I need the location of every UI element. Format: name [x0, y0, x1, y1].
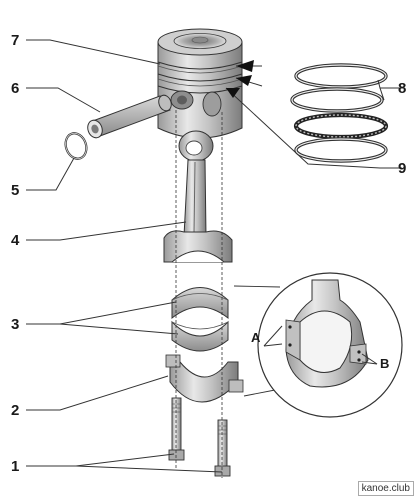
- callout-7: 7: [11, 32, 20, 49]
- callout-4: 4: [11, 232, 20, 249]
- ring-arrowheads: [226, 60, 254, 98]
- assembly-axis-lines: [175, 110, 223, 478]
- callout-8: 8: [398, 80, 407, 97]
- callout-3: 3: [11, 316, 20, 333]
- callout-5: 5: [11, 182, 20, 199]
- callout-9: 9: [398, 160, 407, 177]
- connecting-rod: [163, 130, 233, 263]
- callout-2: 2: [11, 402, 20, 419]
- callout-1: 1: [11, 458, 20, 475]
- detail-magnifier: [233, 272, 403, 418]
- piston-rings: [290, 63, 389, 163]
- circlip: [64, 132, 88, 160]
- leader-lines: [26, 39, 404, 473]
- piston: [157, 28, 243, 139]
- connecting-rod-bolts: [168, 397, 231, 477]
- watermark: kanoe.club: [357, 481, 414, 496]
- bearing-cap: [165, 354, 244, 403]
- piston-pin: [87, 94, 172, 139]
- callout-b: B: [380, 356, 390, 371]
- bearing-shells: [171, 287, 229, 352]
- callout-6: 6: [11, 80, 20, 97]
- callout-a: A: [251, 330, 261, 345]
